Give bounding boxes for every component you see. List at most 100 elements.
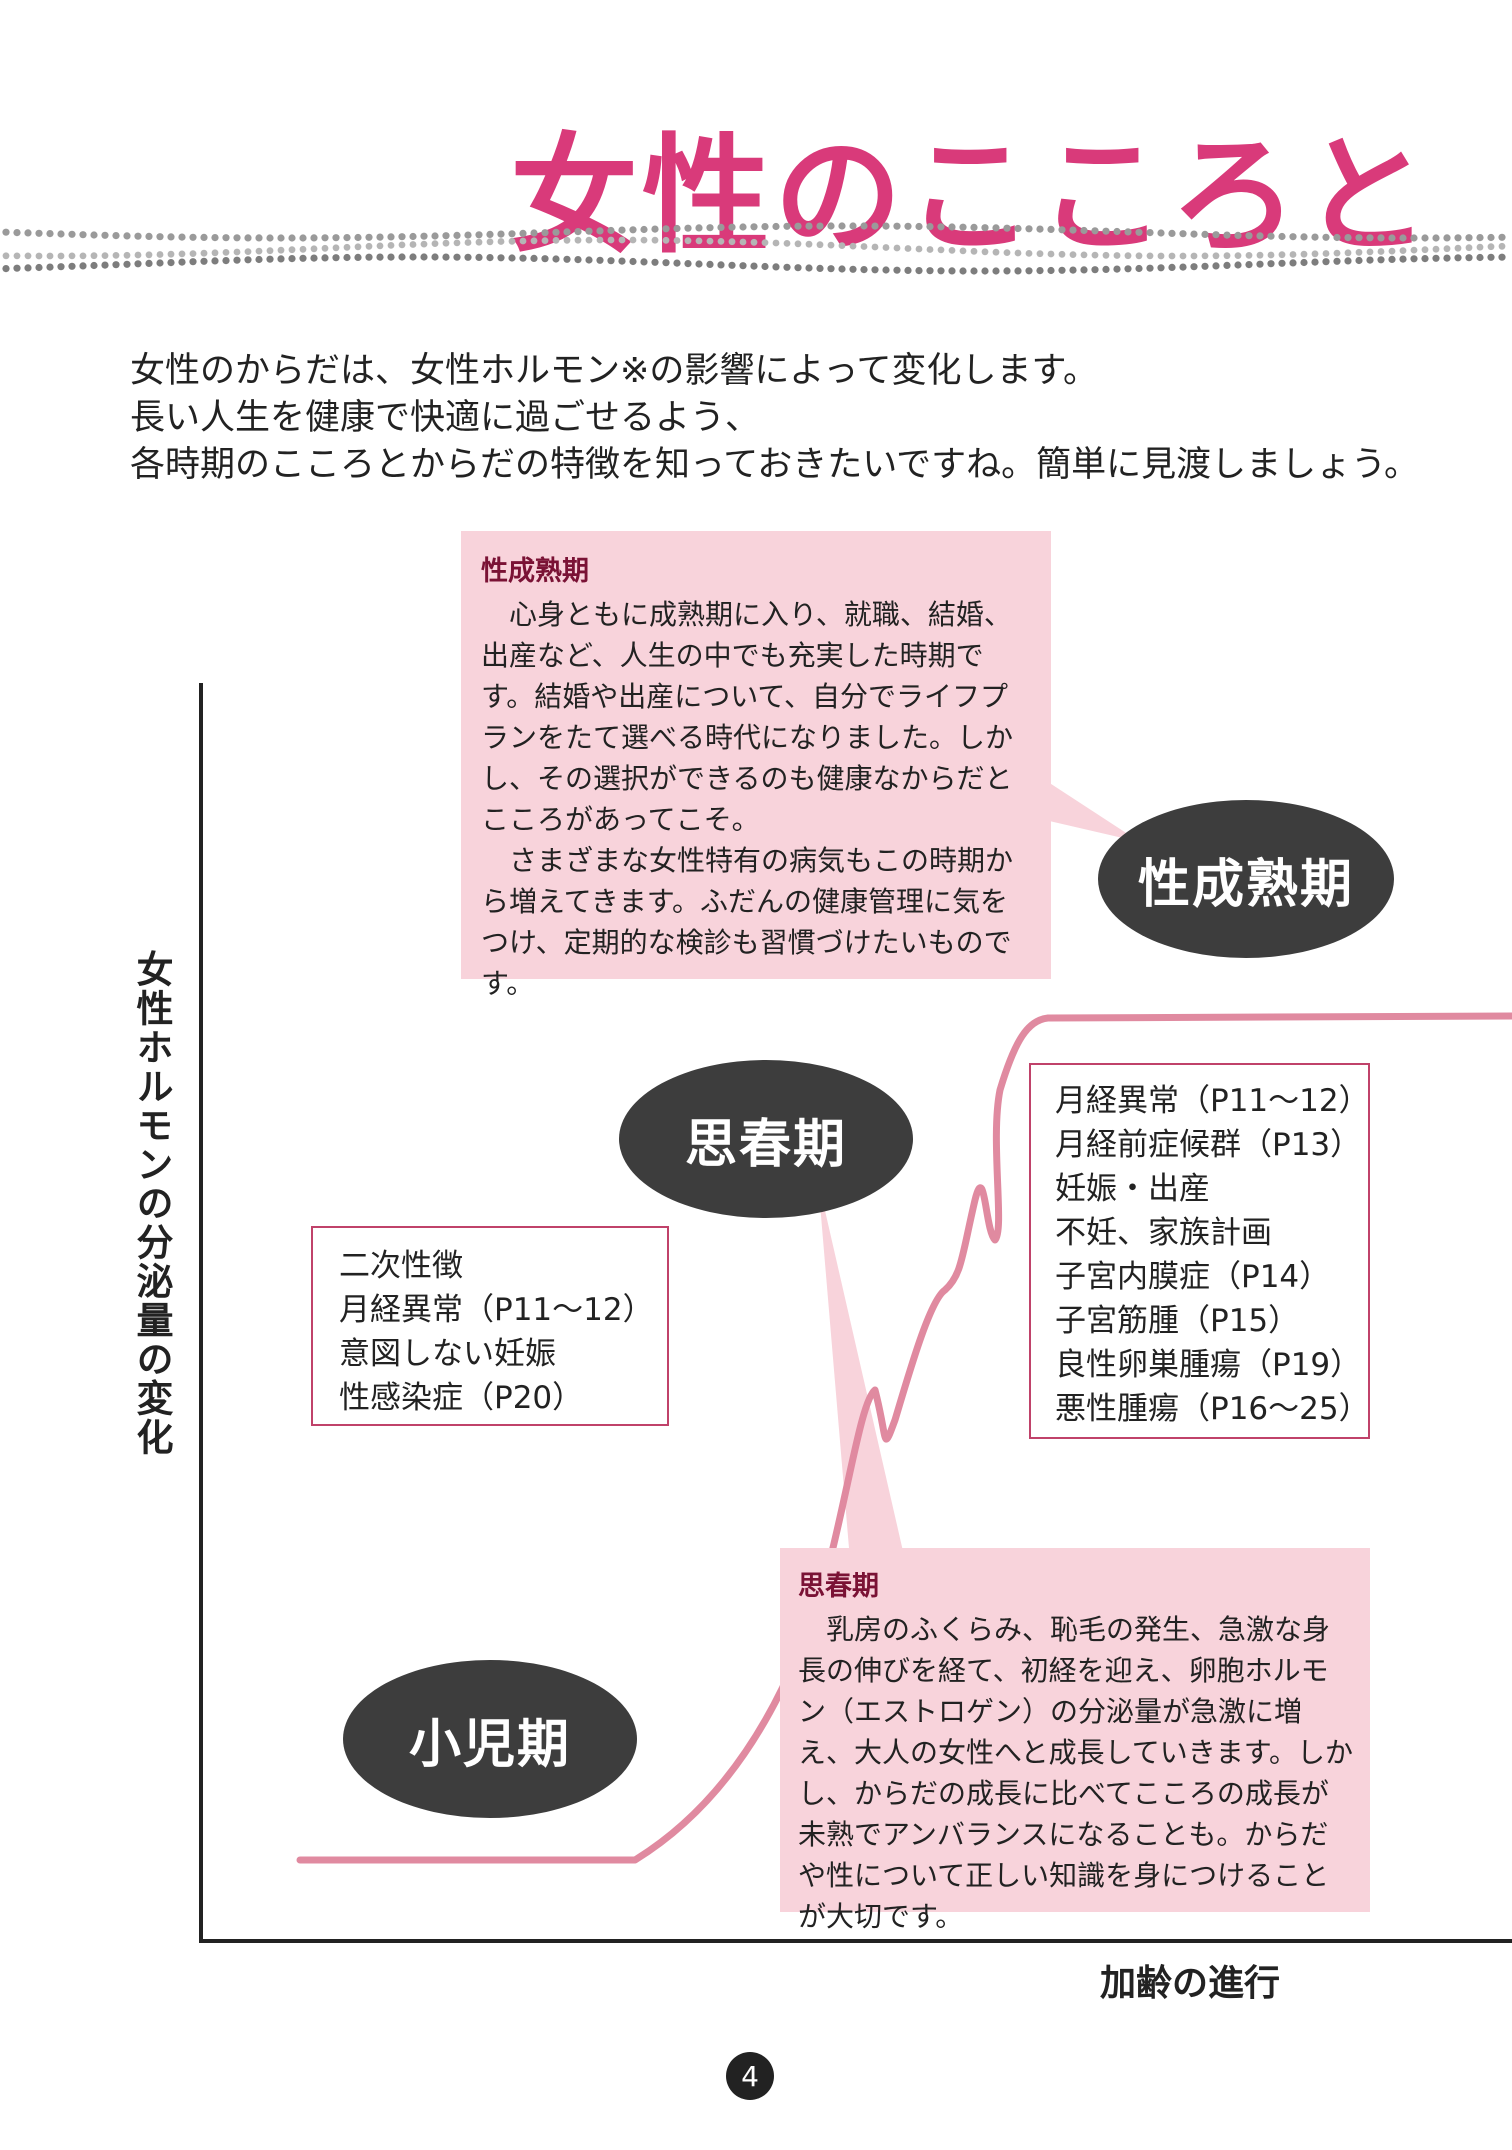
decorative-dot bbox=[574, 236, 582, 244]
decorative-dot bbox=[1465, 234, 1473, 242]
decorative-dot bbox=[1113, 227, 1121, 236]
decorative-dot bbox=[409, 253, 417, 261]
decorative-dot bbox=[134, 232, 142, 240]
decorative-dot bbox=[178, 258, 186, 266]
decorative-dot bbox=[519, 237, 527, 245]
puberty-callout-pointer bbox=[818, 1180, 905, 1560]
decorative-dot bbox=[1465, 244, 1473, 252]
decorative-dot bbox=[1454, 244, 1462, 252]
decorative-dot bbox=[1289, 233, 1297, 241]
decorative-dot bbox=[1377, 248, 1385, 255]
decorative-dot bbox=[288, 234, 296, 242]
decorative-dot bbox=[838, 242, 846, 249]
decorative-dot bbox=[57, 230, 65, 238]
decorative-dot bbox=[563, 255, 571, 263]
decorative-dot bbox=[35, 229, 43, 237]
decorative-dot bbox=[1146, 252, 1154, 260]
decorative-dot bbox=[728, 223, 736, 231]
decorative-dot bbox=[1245, 232, 1253, 240]
decorative-dot bbox=[156, 233, 164, 241]
decorative-dot bbox=[827, 241, 835, 249]
decorative-dot bbox=[926, 223, 934, 231]
decorative-dot bbox=[464, 253, 472, 261]
decorative-dot bbox=[1080, 251, 1088, 259]
decorative-dot bbox=[1201, 262, 1209, 270]
decorative-dot bbox=[1421, 234, 1429, 242]
decorative-dot bbox=[1025, 225, 1033, 233]
decorative-dot bbox=[475, 253, 483, 261]
decorative-dot bbox=[24, 252, 32, 260]
x-axis-label: 加齢の進行 bbox=[1100, 1963, 1281, 2004]
decorative-dot bbox=[13, 229, 21, 237]
decorative-dot bbox=[354, 253, 362, 261]
decorative-dot bbox=[1091, 266, 1099, 274]
decorative-dot bbox=[761, 239, 769, 246]
decorative-dot bbox=[1267, 232, 1275, 240]
decorative-dot bbox=[46, 252, 54, 260]
decorative-dot bbox=[1278, 259, 1286, 267]
decorative-dot bbox=[1432, 245, 1440, 253]
decorative-dot bbox=[816, 264, 824, 272]
decorative-dot bbox=[1080, 266, 1088, 274]
decorative-dot bbox=[695, 237, 703, 245]
decorative-dot bbox=[662, 225, 670, 233]
decorative-dot bbox=[1014, 249, 1022, 257]
intro-line: 各時期のこころとからだの特徴を知っておきたいですね。簡単に見渡しましょう。 bbox=[130, 445, 1420, 485]
decorative-dot bbox=[1168, 252, 1176, 260]
decorative-dot bbox=[266, 255, 274, 263]
list-item: 月経異常（P11～12） bbox=[339, 1292, 654, 1328]
decorative-dot bbox=[1322, 258, 1330, 266]
decorative-dot bbox=[288, 255, 296, 263]
decorative-dot bbox=[123, 260, 131, 268]
decorative-dot bbox=[343, 243, 351, 251]
decorative-dot bbox=[1168, 263, 1176, 271]
decorative-dot bbox=[79, 231, 87, 239]
decorative-dot bbox=[79, 252, 87, 260]
decorative-dot bbox=[1410, 255, 1418, 263]
decorative-dot bbox=[1190, 252, 1198, 260]
decorative-dot bbox=[684, 224, 692, 232]
y-axis-label: 女性ホルモンの分泌量の変化 bbox=[130, 950, 173, 1457]
decorative-dot bbox=[1135, 264, 1143, 273]
decorative-dot bbox=[673, 237, 681, 244]
decorative-dot bbox=[937, 223, 945, 231]
decorative-dot bbox=[508, 254, 516, 262]
decorative-dot bbox=[860, 266, 868, 274]
decorative-dot bbox=[706, 260, 714, 268]
decorative-dot bbox=[123, 232, 131, 240]
decorative-dot bbox=[255, 247, 263, 255]
decorative-dot bbox=[1366, 248, 1374, 256]
decorative-dot bbox=[101, 231, 109, 239]
decorative-dot bbox=[24, 264, 32, 272]
decorative-dot bbox=[486, 238, 494, 246]
decorative-dot bbox=[409, 241, 417, 248]
decorative-dot bbox=[871, 266, 879, 274]
decorative-dot bbox=[1157, 264, 1165, 272]
decorative-dot bbox=[739, 262, 747, 270]
decorative-dot bbox=[1201, 230, 1209, 238]
decorative-dot bbox=[46, 263, 54, 271]
decorative-dot bbox=[1454, 254, 1462, 262]
decorative-dot bbox=[948, 247, 956, 254]
decorative-dot bbox=[519, 229, 527, 237]
decorative-dot bbox=[1300, 233, 1308, 241]
decorative-dot bbox=[849, 222, 857, 230]
decorative-dot bbox=[376, 253, 384, 261]
decorative-dot bbox=[959, 267, 967, 275]
page-number: 4 bbox=[726, 2052, 774, 2100]
decorative-dot bbox=[1212, 252, 1220, 260]
decorative-dot bbox=[475, 238, 483, 246]
decorative-dot bbox=[827, 222, 835, 230]
list-item: 悪性腫瘍（P16～25） bbox=[1055, 1391, 1370, 1427]
decorative-dot bbox=[794, 240, 802, 248]
decorative-dot bbox=[1102, 265, 1110, 273]
puberty-description-box: 思春期 乳房のふくらみ、恥毛の発生、急激な身長の伸びを経て、初経を迎え、卵胞ホル… bbox=[780, 1548, 1370, 1933]
decorative-dot bbox=[288, 246, 296, 254]
decorative-dot bbox=[365, 253, 373, 261]
decorative-dot bbox=[948, 223, 956, 231]
decorative-dot bbox=[90, 252, 98, 260]
decorative-dot bbox=[1014, 224, 1022, 233]
decorative-dot bbox=[1223, 252, 1231, 260]
decorative-dot bbox=[57, 263, 65, 271]
decorative-dot bbox=[486, 254, 494, 262]
